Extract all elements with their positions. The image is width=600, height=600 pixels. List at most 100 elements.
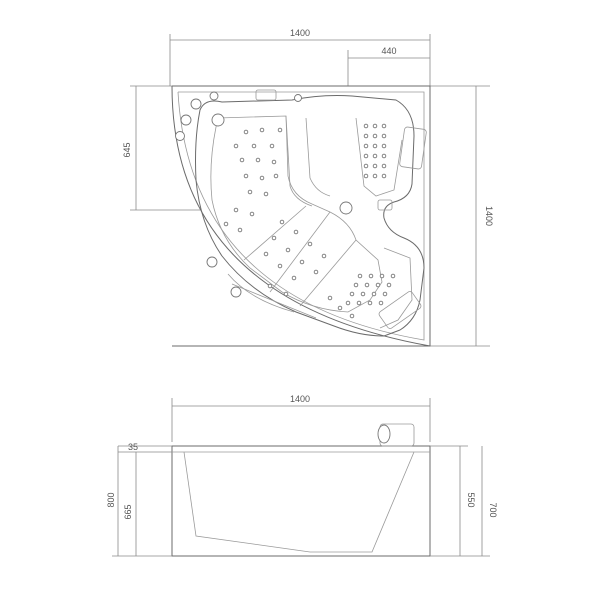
- jet-nozzle: [372, 133, 378, 139]
- jet-nozzle: [368, 273, 374, 279]
- jet-nozzle: [291, 275, 297, 281]
- plan-corner-label: 440: [381, 46, 396, 56]
- jet-nozzle: [372, 123, 378, 129]
- elevation-total-height-dimension: 800: [106, 446, 172, 557]
- drain: [339, 201, 353, 215]
- faucet-spout: [211, 113, 225, 127]
- elevation-front-height-label: 550: [466, 492, 476, 507]
- elevation-total-height-label: 800: [106, 492, 116, 507]
- jet-nozzle: [263, 251, 269, 257]
- plan-corner-dimension: 440: [347, 46, 430, 86]
- elevation-apron-height-dimension: 700: [430, 446, 498, 557]
- jet-nozzle: [381, 163, 387, 169]
- jet-nozzle: [375, 282, 381, 288]
- side-pillow: [377, 423, 415, 447]
- jet-nozzle: [381, 143, 387, 149]
- jet-nozzle: [363, 143, 369, 149]
- jet-nozzle: [259, 127, 265, 133]
- jet-nozzle: [243, 129, 249, 135]
- jet-nozzle: [321, 253, 327, 259]
- jet-nozzle: [249, 211, 255, 217]
- jet-nozzle: [243, 173, 249, 179]
- jet-nozzle: [299, 259, 305, 265]
- control-knob-2: [180, 114, 192, 126]
- jet-nozzle: [349, 291, 355, 297]
- jet-nozzle: [363, 153, 369, 159]
- jet-nozzle: [273, 173, 279, 179]
- jet-nozzle: [367, 300, 373, 306]
- jet-nozzle: [357, 273, 363, 279]
- jet-nozzle: [382, 291, 388, 297]
- jet-nozzle: [381, 123, 387, 129]
- jet-nozzle: [379, 273, 385, 279]
- seat-divider-4: [269, 211, 331, 293]
- headrest-pillow-bottom: [378, 291, 422, 329]
- inner-basin-profile: [183, 451, 415, 553]
- jet-nozzle: [277, 263, 283, 269]
- jet-nozzle: [372, 173, 378, 179]
- plan-width-label: 1400: [290, 28, 310, 38]
- plan-depth-dimension: 1400: [430, 85, 494, 347]
- jet-nozzle: [233, 143, 239, 149]
- jet-nozzle: [313, 269, 319, 275]
- jet-nozzle: [255, 157, 261, 163]
- control-knob-3: [175, 131, 185, 141]
- jet-nozzle: [381, 153, 387, 159]
- plan-side-label: 645: [122, 142, 132, 157]
- footwell-arc: [227, 273, 295, 313]
- tub-side-body: [171, 445, 431, 557]
- jet-nozzle: [293, 229, 299, 235]
- elevation-width-dimension: 1400: [171, 394, 431, 442]
- elevation-front-height-dimension: 550: [430, 445, 476, 556]
- elevation-view: 1400 35 800 665 550: [106, 394, 498, 557]
- tub-basin: [210, 115, 383, 313]
- jet-nozzle: [223, 221, 229, 227]
- jet-nozzle: [363, 133, 369, 139]
- jet-nozzle: [269, 143, 275, 149]
- tub-outer-edge: [177, 91, 425, 341]
- seat-divider-2: [305, 117, 331, 197]
- jets-group: [223, 123, 396, 319]
- elevation-rim-label: 35: [128, 442, 138, 452]
- jet-nozzle: [381, 133, 387, 139]
- jet-nozzle: [381, 173, 387, 179]
- side-grip: [377, 199, 393, 211]
- jet-nozzle: [386, 282, 392, 288]
- jet-nozzle: [390, 273, 396, 279]
- plan-side-dimension: 645: [122, 85, 200, 211]
- jet-nozzle: [337, 305, 343, 311]
- jet-nozzle: [259, 175, 265, 181]
- elevation-width-label: 1400: [290, 394, 310, 404]
- control-knob-4: [209, 91, 219, 101]
- jet-nozzle: [307, 241, 313, 247]
- backrest-area: [379, 247, 413, 329]
- elevation-apron-height-label: 700: [488, 502, 498, 517]
- jet-nozzle: [371, 291, 377, 297]
- jet-nozzle: [363, 163, 369, 169]
- jet-nozzle: [247, 189, 253, 195]
- jet-nozzle: [237, 227, 243, 233]
- jet-nozzle: [271, 159, 277, 165]
- jet-nozzle: [263, 191, 269, 197]
- side-ledge: [231, 283, 317, 319]
- control-knobs: [175, 89, 393, 298]
- tub-rim-contour: [195, 95, 425, 337]
- headrest-area: [355, 117, 403, 197]
- jet-nozzle: [345, 300, 351, 306]
- seat-divider-5: [299, 239, 357, 307]
- jet-nozzle: [239, 157, 245, 163]
- jet-nozzle: [353, 282, 359, 288]
- seat-divider-3: [243, 205, 307, 261]
- jet-nozzle: [372, 153, 378, 159]
- jet-nozzle: [279, 219, 285, 225]
- jet-nozzle: [283, 291, 289, 297]
- elevation-inner-height-label: 665: [123, 504, 133, 519]
- plan-depth-label: 1400: [484, 206, 494, 226]
- jet-nozzle: [327, 295, 333, 301]
- seat-divider-1: [285, 115, 313, 207]
- jet-nozzle: [271, 235, 277, 241]
- plan-width-dimension: 1400: [169, 28, 431, 86]
- jet-nozzle: [251, 143, 257, 149]
- jet-nozzle: [360, 291, 366, 297]
